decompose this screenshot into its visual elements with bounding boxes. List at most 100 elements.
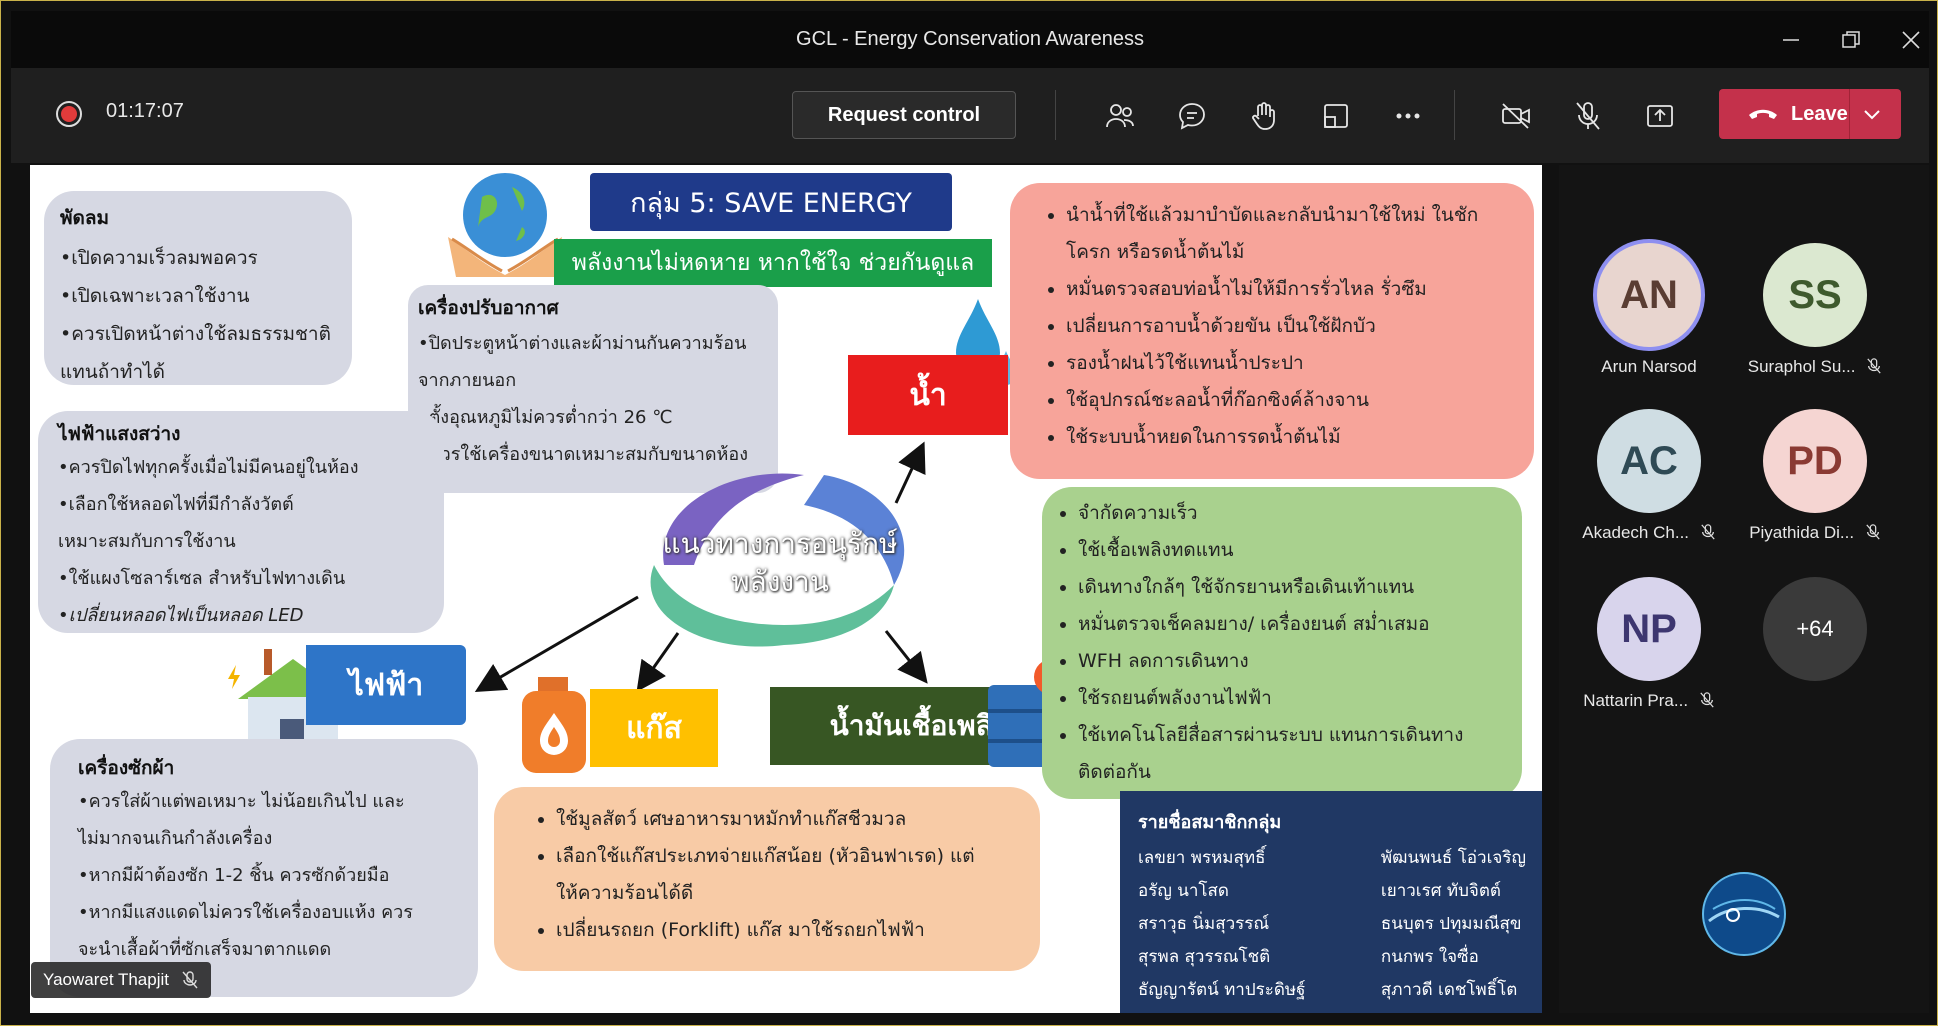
view-layout-icon[interactable] bbox=[1312, 92, 1360, 140]
center-title: แนวทางการอนุรักษ์ พลังงาน bbox=[650, 525, 910, 601]
fuel-item: เดินทางใกล้ๆ ใช้จักรยานหรือเดินเท้าแทน bbox=[1078, 569, 1506, 606]
self-view-name: Yaowaret Thapjit bbox=[43, 970, 169, 989]
fuel-item: จำกัดความเร็ว bbox=[1078, 495, 1506, 532]
aircon-line: •ปิดประตูหน้าต่างและผ้าม่านกันความร้อน bbox=[418, 333, 747, 354]
lighting-line: •เปลี่ยนหลอดไฟเป็นหลอด LED bbox=[58, 605, 304, 626]
chevron-down-icon bbox=[1864, 110, 1880, 120]
participant-name-row: Piyathida Di... bbox=[1725, 523, 1905, 543]
lighting-card: ไฟฟ้าแสงสว่าง •ควรปิดไฟทุกครั้งเมื่อไม่ม… bbox=[38, 411, 444, 633]
mic-off-icon bbox=[182, 971, 198, 989]
fuel-item: หมั่นตรวจเช็คลมยาง/ เครื่องยนต์ สม่ำเสมอ bbox=[1078, 606, 1506, 643]
toolbar-divider bbox=[1454, 90, 1455, 140]
member-name: สุรพล สุวรรณโชติ bbox=[1138, 947, 1271, 967]
fuel-item: ใช้เทคโนโลยีสื่อสารผ่านระบบ แทนการเดินทา… bbox=[1078, 717, 1506, 754]
fuel-item: ใช้รถยนต์พลังงานไฟฟ้า bbox=[1078, 680, 1506, 717]
members-right-column: พัฒนพนธ์ โอ่วเจริญ เยาวเรศ ทับจิตต์ ธนบุ… bbox=[1381, 842, 1526, 1007]
arrow-to-water bbox=[894, 441, 926, 504]
group-title-banner: กลุ่ม 5: SAVE ENERGY bbox=[590, 173, 952, 231]
participant-tile[interactable]: AN Arun Narsod bbox=[1559, 243, 1739, 377]
avatar: AC bbox=[1597, 409, 1701, 513]
mic-off-icon bbox=[1701, 524, 1715, 540]
fan-line: •เปิดความเร็วลมพอควร bbox=[60, 247, 258, 269]
people-icon[interactable] bbox=[1096, 92, 1144, 140]
washer-line: ไม่มากจนเกินกำลังเครื่อง bbox=[78, 828, 273, 849]
participant-tile[interactable]: AC Akadech Ch... bbox=[1559, 409, 1739, 543]
fan-line: •ควรเปิดหน้าต่างใช้ลมธรรมชาติ bbox=[60, 323, 331, 345]
members-left-column: เลขยา พรหมสุทธิ์ อรัญ นาโสด สราวุธ นิ่มส… bbox=[1138, 842, 1306, 1007]
participant-name-row: Suraphol Su... bbox=[1725, 357, 1905, 377]
avatar: AN bbox=[1597, 243, 1701, 347]
more-options-icon[interactable] bbox=[1384, 92, 1432, 140]
raise-hand-icon[interactable] bbox=[1240, 92, 1288, 140]
toolbar-divider bbox=[1055, 90, 1056, 140]
leave-options-button[interactable] bbox=[1859, 101, 1885, 131]
chat-icon[interactable] bbox=[1168, 92, 1216, 140]
leave-divider bbox=[1849, 89, 1850, 139]
arrows-layer bbox=[474, 441, 928, 693]
gas-card: ใช้มูลสัตว์ เศษอาหารมาหมักทำแก๊สชีวมวล เ… bbox=[494, 787, 1040, 971]
leave-button[interactable]: Leave bbox=[1719, 89, 1901, 139]
share-screen-icon[interactable] bbox=[1636, 92, 1684, 140]
gas-item-cont: ให้ความร้อนได้ดี bbox=[556, 882, 694, 904]
participant-tile[interactable]: PD Piyathida Di... bbox=[1725, 409, 1905, 543]
gas-item: เปลี่ยนรถยก (Forklift) แก๊ส มาใช้รถยกไฟฟ… bbox=[556, 912, 1024, 949]
water-item-cont: โครก หรือรดน้ำต้นไม้ bbox=[1066, 241, 1245, 263]
participant-tile[interactable]: NP Nattarin Pra... bbox=[1559, 577, 1739, 711]
lighting-line: •เลือกใช้หลอดไฟที่มีกำลังวัตต์ bbox=[58, 494, 294, 515]
lighting-heading: ไฟฟ้าแสงสว่าง bbox=[58, 423, 181, 445]
fuel-item: ใช้เชื้อเพลิงทดแทน bbox=[1078, 532, 1506, 569]
participant-name: Suraphol Su... bbox=[1747, 357, 1856, 376]
center-title-line: พลังงาน bbox=[731, 565, 829, 598]
mic-off-icon[interactable] bbox=[1564, 92, 1612, 140]
avatar: PD bbox=[1763, 409, 1867, 513]
aircon-line: •ตั้งอุณหภูมิไม่ควรต่ำกว่า 26 ℃ bbox=[418, 407, 673, 428]
member-name: สราวุธ นิ่มสุวรรณ์ bbox=[1138, 914, 1270, 934]
water-item: ใช้อุปกรณ์ชะลอน้ำที่ก๊อกซิงค์ล้างจาน bbox=[1066, 382, 1518, 419]
participant-tile[interactable]: SS Suraphol Su... bbox=[1725, 243, 1905, 377]
company-logo bbox=[1702, 872, 1786, 956]
member-name: เยาวเรศ ทับจิตต์ bbox=[1380, 881, 1501, 901]
aircon-line: •ควรใช้เครื่องขนาดเหมาะสมกับขนาดห้อง bbox=[418, 444, 749, 465]
washer-line: •หากมีผ้าต้องซัก 1-2 ชิ้น ควรซักด้วยมือ bbox=[78, 865, 390, 886]
water-item: หมั่นตรวจสอบท่อน้ำไม่ให้มีการรั่วไหล รั่… bbox=[1066, 271, 1518, 308]
washer-line: จะนำเสื้อผ้าที่ซักเสร็จมาตากแดด bbox=[78, 939, 332, 960]
gas-item: เลือกใช้แก๊สประเภทจ่ายแก๊สน้อย (หัวอินฟา… bbox=[556, 838, 1024, 875]
fan-heading: พัดลม bbox=[60, 207, 110, 229]
fan-card: พัดลม •เปิดความเร็วลมพอควร •เปิดเฉพาะเวล… bbox=[44, 191, 352, 385]
water-item: ใช้ระบบน้ำหยดในการรดน้ำต้นไม้ bbox=[1066, 419, 1518, 456]
request-control-button[interactable]: Request control bbox=[792, 91, 1016, 139]
member-name: ธนบุตร ปทุมมณีสุข bbox=[1380, 914, 1522, 934]
member-name: กนกพร ใจซื่อ bbox=[1380, 947, 1479, 967]
center-title-line: แนวทางการอนุรักษ์ bbox=[662, 527, 898, 560]
water-item: รองน้ำฝนไว้ใช้แทนน้ำประปา bbox=[1066, 345, 1518, 382]
water-item: นำน้ำที่ใช้แล้วมาบำบัดและกลับนำมาใช้ใหม่… bbox=[1066, 197, 1518, 234]
mic-off-icon bbox=[1866, 524, 1880, 540]
washer-line: •ควรใส่ผ้าแต่พอเหมาะ ไม่น้อยเกินไป และ bbox=[78, 791, 405, 812]
restore-button[interactable] bbox=[1821, 11, 1881, 68]
meeting-toolbar: 01:17:07 Request control Lea bbox=[11, 68, 1929, 163]
self-view-tag: Yaowaret Thapjit bbox=[31, 962, 211, 998]
avatar: SS bbox=[1763, 243, 1867, 347]
more-participants-button[interactable]: +64 bbox=[1725, 577, 1905, 681]
member-name: พัฒนพนธ์ โอ่วเจริญ bbox=[1380, 848, 1526, 868]
member-name: ธัญญารัตน์ ทาประดิษฐ์ bbox=[1138, 980, 1306, 1000]
fan-line: แทนถ้าทำได้ bbox=[60, 361, 166, 383]
participants-panel: AN Arun Narsod SS Suraphol Su... AC Akad… bbox=[1559, 165, 1929, 1013]
camera-off-icon[interactable] bbox=[1492, 92, 1540, 140]
members-heading: รายชื่อสมาชิกกลุ่ม bbox=[1138, 812, 1282, 833]
member-name: เลขยา พรหมสุทธิ์ bbox=[1138, 848, 1266, 868]
mic-off-icon bbox=[1867, 358, 1881, 374]
meeting-timer: 01:17:07 bbox=[106, 100, 184, 122]
close-button[interactable] bbox=[1881, 11, 1938, 68]
gas-tag: แก๊ส bbox=[590, 689, 718, 767]
aircon-card: เครื่องปรับอากาศ •ปิดประตูหน้าต่างและผ้า… bbox=[408, 285, 778, 493]
member-name: สุภาวดี เดชโพธิ์โต bbox=[1380, 980, 1518, 1000]
members-box: รายชื่อสมาชิกกลุ่ม เลขยา พรหมสุทธิ์ อรัญ… bbox=[1120, 791, 1542, 1013]
fan-line: •เปิดเฉพาะเวลาใช้งาน bbox=[60, 285, 250, 307]
center-swirl-graphic bbox=[650, 473, 905, 647]
washer-card: เครื่องซักผ้า •ควรใส่ผ้าแต่พอเหมาะ ไม่น้… bbox=[50, 739, 478, 997]
lighting-line: •ควรปิดไฟทุกครั้งเมื่อไม่มีคนอยู่ในห้อง bbox=[58, 457, 359, 478]
avatar: NP bbox=[1597, 577, 1701, 681]
minimize-button[interactable] bbox=[1761, 11, 1821, 68]
